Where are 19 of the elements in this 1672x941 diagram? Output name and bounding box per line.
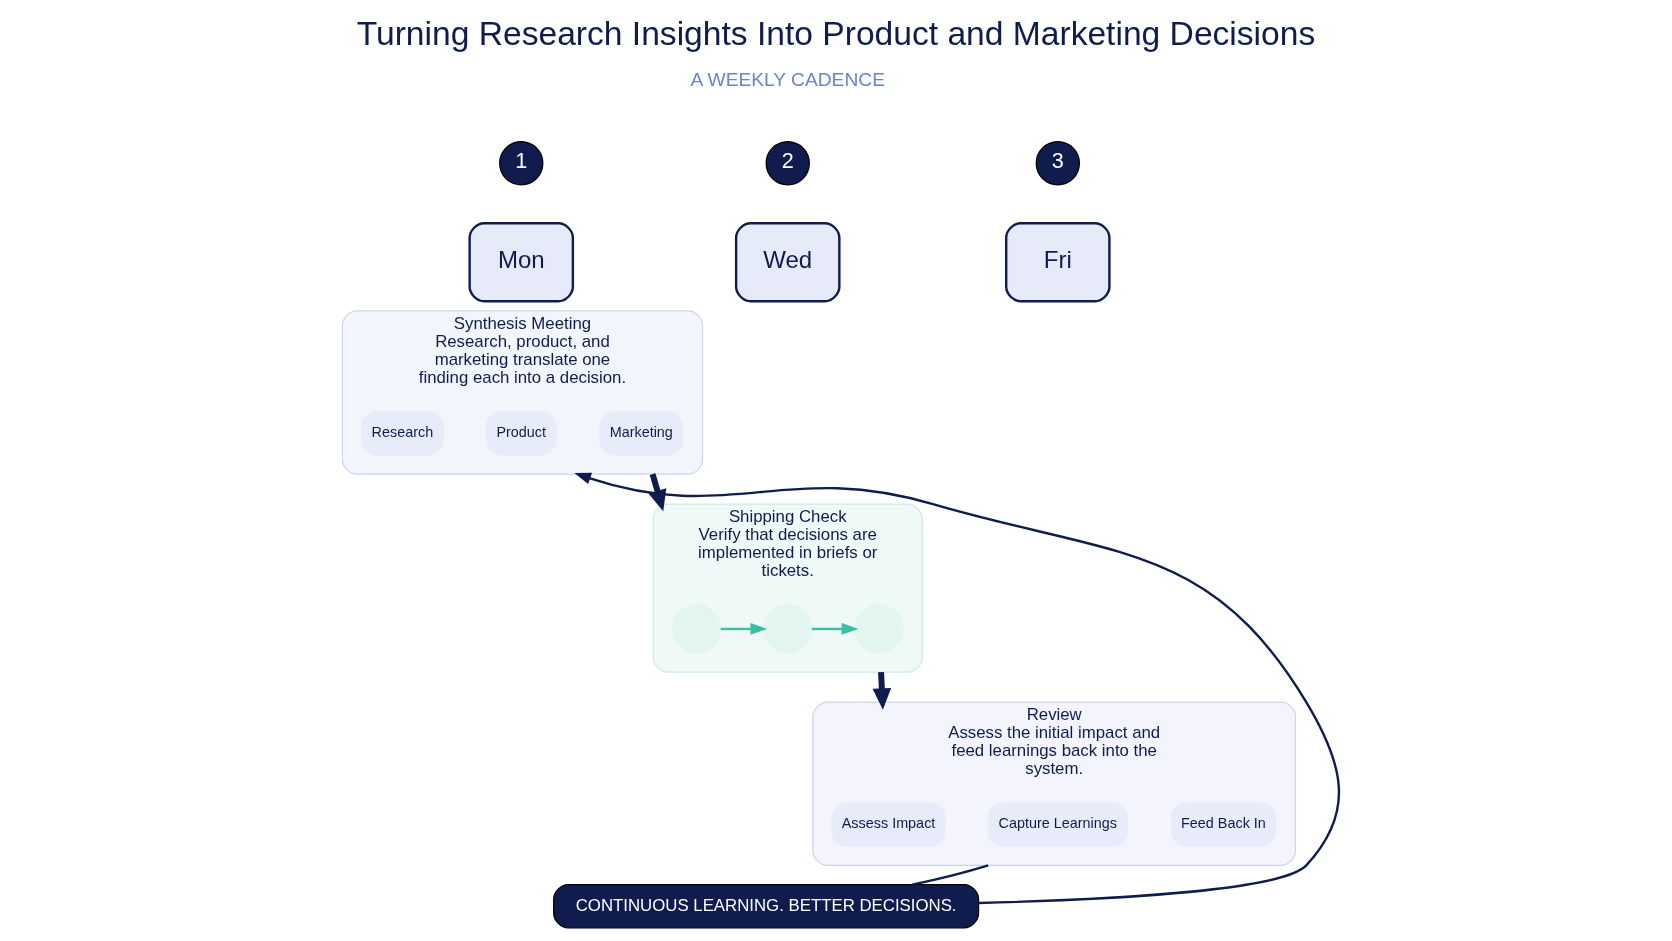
label: A WEEKLY CADENCE [690,69,885,91]
node-box: CONTINUOUS LEARNING. BETTER DECISIONS. [553,884,980,929]
arrow [811,623,859,635]
diagram-title: Turning Research Insights Into Product and Marketing Decisions [356,14,1316,52]
node-circle [854,604,904,654]
arrow [648,473,667,512]
node-circle: 1 [499,141,544,186]
node-box: Mon [468,222,575,303]
arrow [720,623,768,635]
connector [912,864,989,886]
node-circle [763,604,813,654]
node-circle: 2 [765,141,810,186]
node-box: Fri [1005,222,1111,303]
arrow [574,472,1340,905]
cluster: Shipping Check Verify that decisions are implemented in briefs or tickets. [652,503,923,673]
node-circle [671,604,722,654]
node-box: Wed [734,222,841,303]
node-circle: 3 [1035,141,1080,186]
arrow [872,672,892,710]
